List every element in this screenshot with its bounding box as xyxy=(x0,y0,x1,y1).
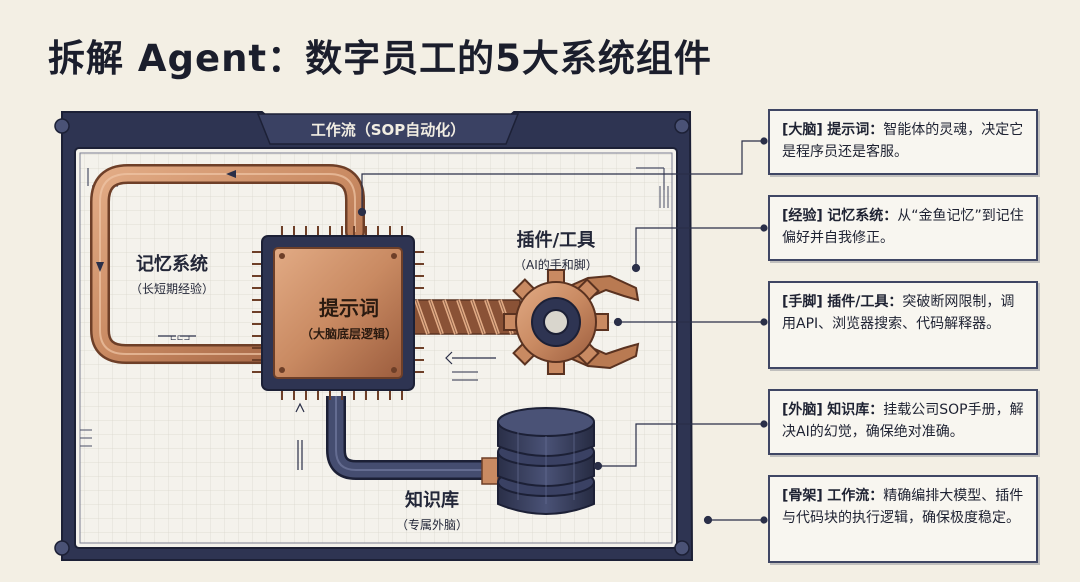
memory-name: 记忆系统 xyxy=(136,254,208,275)
card-head: 提示词： xyxy=(827,122,884,138)
svg-text:⊏⊏⊐: ⊏⊏⊐ xyxy=(170,333,190,342)
card-tag: [手脚] xyxy=(782,294,823,310)
knowledge-sub: （专属外脑） xyxy=(396,518,469,532)
card-head: 插件/工具： xyxy=(827,294,903,310)
prompt-label: 提示词 （大脑底层逻辑） xyxy=(290,292,408,342)
card-body: 智能体的灵魂，决定它是程序员还是客服。 xyxy=(782,122,1024,160)
prompt-name: 提示词 xyxy=(319,296,379,320)
plugin-label: 插件/工具 （AI的手和脚） xyxy=(514,226,598,273)
card-workflow: [骨架] 工作流：精确编排大模型、插件与代码块的执行逻辑，确保极度稳定。 xyxy=(768,475,1038,563)
frame-title: 工作流（SOP自动化） xyxy=(310,121,466,139)
gear-icon xyxy=(503,269,609,375)
knowledge-label: 知识库 （专属外脑） xyxy=(396,486,468,533)
memory-sub: （长短期经验） xyxy=(130,282,215,296)
prompt-chip xyxy=(252,226,424,400)
rivet-icon xyxy=(54,118,70,134)
card-prompt: [大脑] 提示词：智能体的灵魂，决定它是程序员还是客服。 xyxy=(768,109,1038,175)
card-tag: [经验] xyxy=(782,208,823,224)
card-body: 精确编排大模型、插件与代码块的执行逻辑，确保极度稳定。 xyxy=(782,488,1024,526)
memory-pipe: ⊏⊏⊐ xyxy=(90,164,365,364)
memory-label: 记忆系统 （长短期经验） xyxy=(130,250,214,297)
rivet-icon xyxy=(674,540,690,556)
card-tag: [大脑] xyxy=(782,122,823,138)
rivet-icon xyxy=(674,118,690,134)
card-plugin: [手脚] 插件/工具：突破断网限制，调用API、浏览器搜索、代码解释器。 xyxy=(768,281,1038,369)
knowledge-database-icon xyxy=(497,407,595,515)
card-body: 挂载公司SOP手册，解决AI的幻觉，确保绝对准确。 xyxy=(782,402,1024,440)
page-title: 拆解 Agent：数字员工的5大系统组件 xyxy=(48,37,712,80)
knowledge-pipe xyxy=(295,396,500,485)
arrow-icon xyxy=(96,262,104,272)
plugin-gear-claw xyxy=(503,269,640,375)
rivet-icon xyxy=(54,540,70,556)
plugin-sub: （AI的手和脚） xyxy=(514,258,598,272)
connector-lines xyxy=(357,137,768,525)
prompt-sub: （大脑底层逻辑） xyxy=(300,327,397,341)
card-head: 知识库： xyxy=(827,402,884,418)
card-body: 突破断网限制，调用API、浏览器搜索、代码解释器。 xyxy=(782,294,1015,332)
card-tag: [骨架] xyxy=(782,488,823,504)
card-head: 记忆系统： xyxy=(827,208,898,224)
card-memory: [经验] 记忆系统：从“金鱼记忆”到记住偏好并自我修正。 xyxy=(768,195,1038,261)
plugin-name: 插件/工具 xyxy=(516,230,596,251)
arrow-icon xyxy=(445,351,496,365)
card-tag: [外脑] xyxy=(782,402,823,418)
card-body: 从“金鱼记忆”到记住偏好并自我修正。 xyxy=(782,208,1024,246)
plugin-arm xyxy=(409,299,521,381)
knowledge-name: 知识库 xyxy=(405,490,459,511)
arrow-icon xyxy=(226,170,236,178)
card-knowledge: [外脑] 知识库：挂载公司SOP手册，解决AI的幻觉，确保绝对准确。 xyxy=(768,389,1038,455)
card-head: 工作流： xyxy=(827,488,884,504)
